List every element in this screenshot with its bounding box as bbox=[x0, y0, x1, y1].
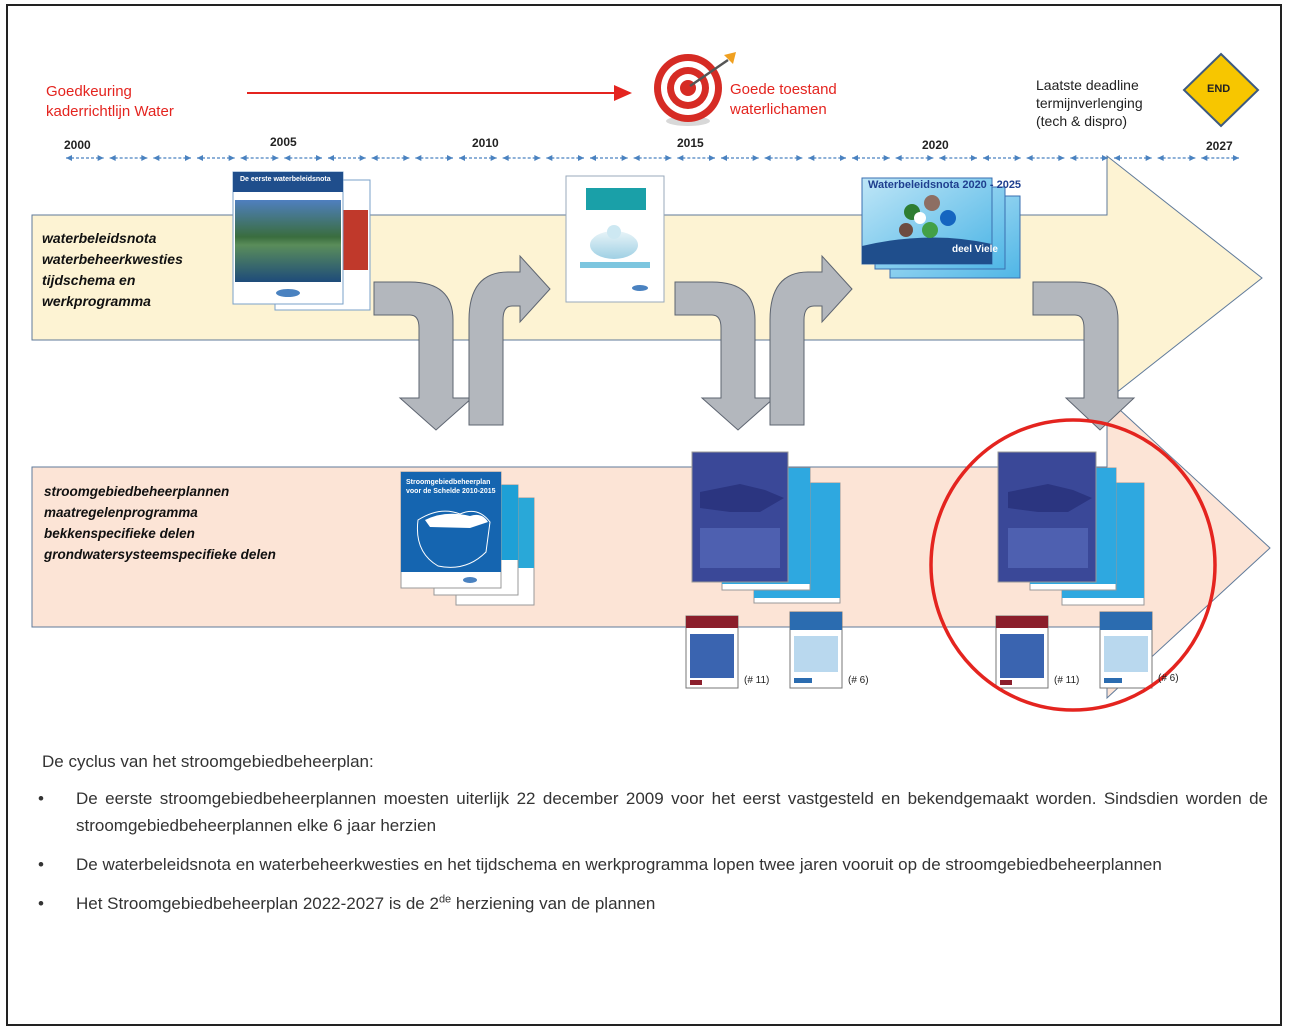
timeline-year-segment bbox=[1026, 155, 1065, 161]
top-band-line-4: werkprogramma bbox=[42, 293, 151, 309]
bullet-item: • De waterbeleidsnota en waterbeheerkwes… bbox=[38, 851, 1268, 878]
goal-label-line-2: waterlichamen bbox=[730, 101, 827, 118]
timeline-year-segment bbox=[633, 155, 672, 161]
timeline-year-segment bbox=[153, 155, 191, 161]
bottom-band-arrow bbox=[31, 396, 1271, 700]
timeline-year-segment bbox=[852, 155, 890, 161]
top-band-line-3: tijdschema en bbox=[42, 272, 136, 288]
cover-subtitle-nota-2020: deel Viele bbox=[952, 244, 998, 255]
timeline-year-segment bbox=[590, 155, 628, 161]
timeline-year-segment bbox=[415, 155, 453, 161]
approval-label: Goedkeuring kaderrichtlijn Water bbox=[46, 82, 174, 122]
bottom-band-label: stroomgebiedbeheerplannen maatregelenpro… bbox=[44, 481, 276, 565]
timeline-year-segment bbox=[677, 155, 715, 161]
bullet-dot: • bbox=[38, 855, 44, 874]
target-icon bbox=[654, 52, 736, 126]
deadline-label-line-2: termijnverlenging bbox=[1036, 95, 1143, 111]
count-groundwater-2015: (# 6) bbox=[848, 675, 869, 686]
timeline-year-segment bbox=[66, 155, 104, 161]
timeline-year-segment bbox=[764, 155, 803, 161]
highlight-circle bbox=[929, 418, 1217, 712]
timeline-year-segment bbox=[1157, 155, 1196, 161]
doc-nota-2005 bbox=[232, 171, 371, 311]
doc-nota-2015 bbox=[565, 175, 665, 303]
doc-basin-2015 bbox=[685, 615, 739, 689]
year-2020: 2020 bbox=[922, 138, 949, 152]
bullet-list: • De eerste stroomgebiedbeheerplannen mo… bbox=[38, 785, 1268, 929]
cover-title-sgbp-2009: Stroomgebiedbeheerplan voor de Schelde 2… bbox=[406, 479, 496, 495]
top-band-label: waterbeleidsnota waterbeheerkwesties tij… bbox=[42, 228, 183, 312]
bottom-band-line-3: bekkenspecifieke delen bbox=[44, 526, 195, 541]
flow-arrow-up-2 bbox=[769, 254, 853, 426]
year-2000: 2000 bbox=[64, 138, 91, 152]
timeline-year-segment bbox=[371, 155, 410, 161]
year-2005: 2005 bbox=[270, 135, 297, 149]
timeline-year-segment bbox=[459, 155, 497, 161]
bullet-item: • De eerste stroomgebiedbeheerplannen mo… bbox=[38, 785, 1268, 839]
flow-arrow-up-1 bbox=[468, 254, 551, 426]
end-sign bbox=[1182, 52, 1260, 128]
doc-groundwater-2021 bbox=[1099, 611, 1153, 689]
cycle-diagram bbox=[31, 52, 1271, 712]
goal-label: Goede toestand waterlichamen bbox=[730, 80, 837, 120]
timeline bbox=[66, 155, 1239, 161]
timeline-year-segment bbox=[240, 155, 279, 161]
figure-frame bbox=[6, 4, 1282, 1026]
top-band-line-2: waterbeheerkwesties bbox=[42, 251, 183, 267]
timeline-year-segment bbox=[939, 155, 977, 161]
cover-title-nota-2005: De eerste waterbeleidsnota bbox=[240, 176, 331, 183]
timeline-year-segment bbox=[721, 155, 759, 161]
doc-basin-2021 bbox=[995, 615, 1049, 689]
approval-label-line-1: Goedkeuring bbox=[46, 83, 132, 100]
timeline-year-segment bbox=[895, 155, 934, 161]
approval-label-line-2: kaderrichtlijn Water bbox=[46, 103, 174, 120]
bullet-text-1: De eerste stroomgebiedbeheerplannen moes… bbox=[76, 789, 1268, 835]
timeline-year-segment bbox=[983, 155, 1021, 161]
bullet-dot: • bbox=[38, 894, 44, 913]
bullet-item: • Het Stroomgebiedbeheerplan 2022-2027 i… bbox=[38, 890, 1268, 917]
doc-sgbp-2009 bbox=[400, 471, 535, 606]
deadline-label-line-3: (tech & dispro) bbox=[1036, 113, 1128, 129]
flow-arrow-down-1 bbox=[373, 281, 474, 431]
timeline-year-segment bbox=[328, 155, 366, 161]
end-label: END bbox=[1207, 83, 1231, 95]
timeline-year-segment bbox=[546, 155, 584, 161]
year-2027: 2027 bbox=[1206, 139, 1233, 153]
timeline-year-segment bbox=[197, 155, 235, 161]
caption: De cyclus van het stroomgebiedbeheerplan… bbox=[42, 752, 374, 771]
flow-arrow-down-2 bbox=[674, 281, 776, 431]
doc-sgbp-2021 bbox=[997, 451, 1145, 606]
flow-arrows bbox=[373, 254, 1136, 431]
bottom-band-line-2: maatregelenprogramma bbox=[44, 505, 198, 520]
bottom-band-line-4: grondwatersysteemspecifieke delen bbox=[44, 547, 276, 562]
timeline-year-segment bbox=[1070, 155, 1108, 161]
count-groundwater-2021: (# 6) bbox=[1158, 673, 1179, 684]
deadline-label-line-1: Laatste deadline bbox=[1036, 77, 1139, 93]
count-basins-2021: (# 11) bbox=[1054, 675, 1080, 686]
bottom-band-line-1: stroomgebiedbeheerplannen bbox=[44, 484, 230, 499]
timeline-year-segment bbox=[808, 155, 846, 161]
timeline-year-segment bbox=[502, 155, 541, 161]
bullet-dot: • bbox=[38, 789, 44, 808]
flow-arrow-down-3 bbox=[1032, 281, 1136, 431]
year-2015: 2015 bbox=[677, 136, 704, 150]
timeline-year-segment bbox=[284, 155, 322, 161]
doc-groundwater-2015 bbox=[789, 611, 843, 689]
bullet-text-3a: Het Stroomgebiedbeheerplan 2022-2027 is … bbox=[76, 894, 439, 913]
doc-sgbp-2015 bbox=[691, 451, 841, 604]
cover-title-nota-2020: Waterbeleidsnota 2020 - 2025 bbox=[868, 179, 1022, 191]
bullet-text-2: De waterbeleidsnota en waterbeheerkwesti… bbox=[76, 855, 1162, 874]
ordinal-suffix: de bbox=[438, 893, 452, 906]
goal-label-line-1: Goede toestand bbox=[730, 81, 837, 98]
deadline-label: Laatste deadline termijnverlenging (tech… bbox=[1036, 76, 1143, 130]
count-basins-2015: (# 11) bbox=[744, 675, 770, 686]
doc-nota-2020 bbox=[861, 177, 1021, 279]
year-2010: 2010 bbox=[472, 136, 499, 150]
timeline-year-segment bbox=[1114, 155, 1152, 161]
bullet-text-3b: herziening van de plannen bbox=[451, 894, 656, 913]
top-band-line-1: waterbeleidsnota bbox=[42, 230, 157, 246]
timeline-year-segment bbox=[109, 155, 148, 161]
timeline-year-segment bbox=[1201, 155, 1239, 161]
